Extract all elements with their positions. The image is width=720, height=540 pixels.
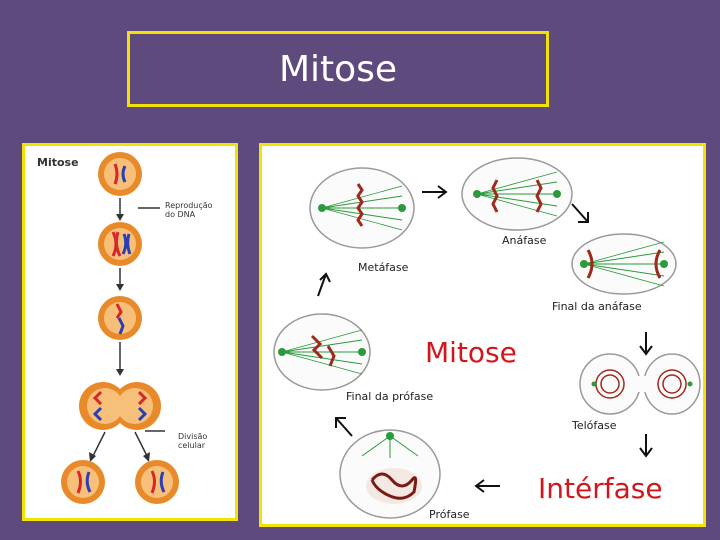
stage-label-metaphase: Metáfase <box>358 261 409 274</box>
arrow-up-icon <box>317 272 331 297</box>
cell-initial <box>98 152 142 196</box>
cell-late-prophase <box>273 313 371 391</box>
cell-anaphase <box>461 157 573 231</box>
replication-label-1: Reprodução <box>165 201 213 210</box>
mitosis-flow-diagram: Mitose Reprodução do DNA <box>37 152 213 504</box>
cell-replicated <box>98 222 142 266</box>
cell-prophase <box>339 429 441 519</box>
arrow-down-icon <box>639 332 653 356</box>
cell-aligned <box>98 296 142 340</box>
flow-heading: Mitose <box>37 156 79 169</box>
mitosis-flow-panel: Mitose Reprodução do DNA <box>22 143 238 521</box>
stage-label-anaphase: Anáfase <box>502 234 547 247</box>
stage-label-late-prophase: Final da prófase <box>346 390 433 403</box>
cycle-center-title: Mitose <box>425 336 517 369</box>
cycle-arrows <box>317 185 653 493</box>
stage-label-telophase: Telófase <box>571 419 617 432</box>
arrow-right-icon <box>422 185 448 199</box>
daughter-cell-right <box>135 460 179 504</box>
mitosis-cycle-panel: Metáfase Anáfase Final da anáfase Mitose… <box>259 143 706 527</box>
cell-telophase <box>579 353 701 415</box>
flow-arrow <box>134 431 148 457</box>
division-label-2: celular <box>178 441 206 450</box>
division-label-1: Divisão <box>178 432 207 441</box>
daughter-cell-left <box>61 460 105 504</box>
flow-arrow <box>92 431 106 457</box>
arrow-down-right-icon <box>571 203 589 223</box>
slide-title-box: Mitose <box>127 31 549 107</box>
stage-label-late-anaphase: Final da anáfase <box>552 300 642 313</box>
cell-dividing <box>79 382 161 430</box>
arrow-down-icon <box>639 434 653 458</box>
cell-metaphase <box>309 167 415 249</box>
arrow-up-left-icon <box>335 417 353 437</box>
cell-late-anaphase <box>571 233 677 295</box>
slide-title: Mitose <box>278 48 398 90</box>
interphase-title: Intérfase <box>538 472 663 505</box>
mitosis-cycle-diagram: Metáfase Anáfase Final da anáfase Mitose… <box>273 157 701 521</box>
replication-label-2: do DNA <box>165 210 196 219</box>
stage-label-prophase: Prófase <box>429 508 470 521</box>
arrow-left-icon <box>474 479 500 493</box>
